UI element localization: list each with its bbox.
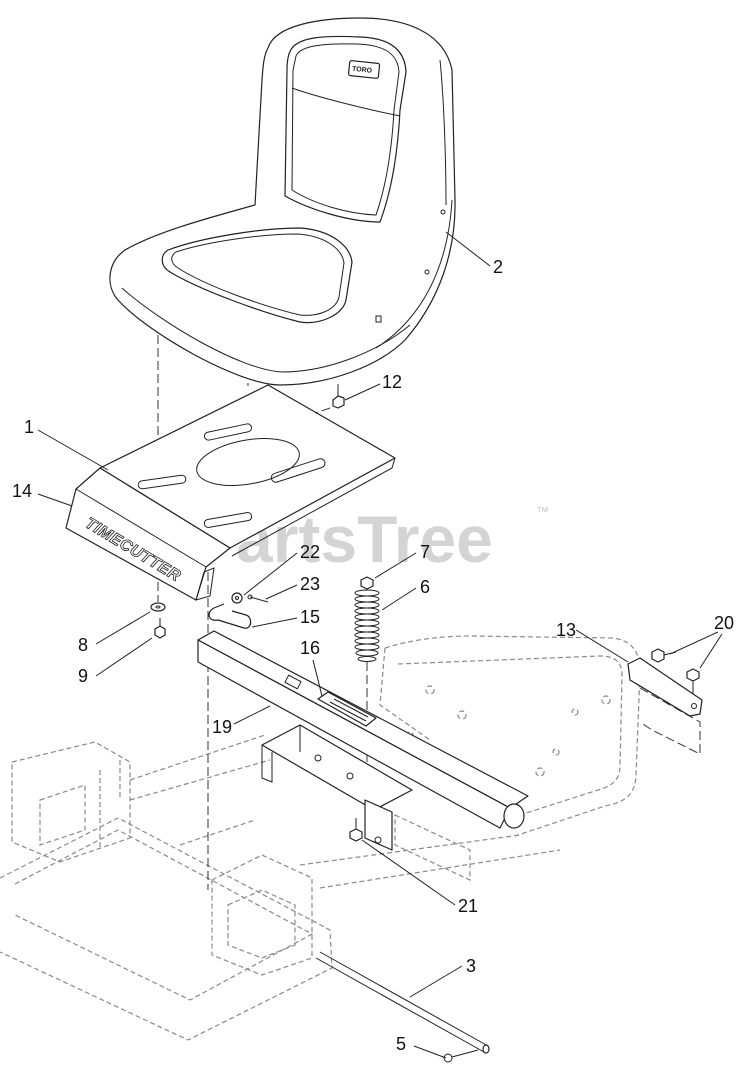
callout-labels: 2 12 1 14 22 23 7 6 15 16 8 9 13 20 19 2… — [12, 257, 734, 1054]
seat-logo-text: TORO — [352, 66, 373, 75]
clip-15 — [208, 603, 252, 629]
leader-line — [243, 552, 298, 596]
pin-5 — [443, 1049, 479, 1063]
washer-22 — [231, 592, 243, 604]
callout-16: 16 — [300, 638, 320, 658]
seat-pan-slot — [270, 458, 326, 483]
leader-line — [95, 611, 151, 645]
bolts-20 — [651, 648, 700, 694]
leader-line — [95, 637, 153, 677]
callout-20: 20 — [714, 613, 734, 633]
label-16 — [317, 691, 377, 727]
leader-line — [37, 429, 109, 471]
callout-22: 22 — [300, 542, 320, 562]
callout-19: 19 — [212, 717, 232, 737]
seat-pan-slot — [137, 474, 187, 490]
seat-cushion-pad — [161, 227, 353, 324]
nut-7 — [360, 576, 374, 590]
bolt-9 — [154, 618, 166, 639]
leader-line — [312, 659, 323, 697]
spring — [354, 589, 380, 662]
backrest-pad — [284, 35, 407, 223]
callout-7: 7 — [420, 542, 430, 562]
rod-3 — [315, 951, 490, 1054]
callout-1: 1 — [24, 417, 34, 437]
callout-12: 12 — [382, 372, 402, 392]
seat: TORO — [109, 17, 456, 386]
washer-8 — [150, 602, 166, 612]
leader-line — [344, 383, 381, 401]
callout-15: 15 — [300, 607, 320, 627]
callout-5: 5 — [396, 1034, 406, 1054]
leader-line — [413, 1045, 447, 1059]
callout-13: 13 — [556, 620, 576, 640]
leader-line — [251, 617, 298, 628]
leader-line — [265, 584, 298, 600]
bolt-12 — [332, 390, 345, 409]
callout-14: 14 — [12, 481, 32, 501]
leader-line — [409, 965, 463, 998]
seat-mount-bracket — [197, 630, 529, 851]
callout-6: 6 — [420, 577, 430, 597]
bracket-13 — [627, 657, 703, 717]
callout-2: 2 — [493, 257, 503, 277]
leader-line — [361, 839, 456, 906]
leader-line — [669, 631, 719, 655]
watermark-trademark: ™ — [536, 504, 549, 519]
pin-23 — [247, 594, 269, 603]
callout-21: 21 — [458, 896, 478, 916]
leader-line — [374, 552, 417, 579]
leader-line — [381, 587, 417, 611]
bolt-21 — [349, 818, 363, 842]
seat-logo: TORO — [347, 60, 381, 79]
callout-8: 8 — [78, 635, 88, 655]
leader-line — [37, 493, 73, 507]
callout-9: 9 — [78, 666, 88, 686]
callout-23: 23 — [300, 574, 320, 594]
leader-line — [699, 633, 723, 669]
seat-pan-slot — [203, 512, 253, 528]
seat-pan-center-opening — [196, 438, 300, 486]
leader-line — [233, 705, 271, 725]
leader-line — [445, 231, 491, 267]
callout-3: 3 — [466, 956, 476, 976]
seat-pan-hardware — [150, 390, 345, 639]
seat-pan-slot — [203, 423, 253, 441]
leader-line — [575, 629, 629, 663]
callout-leaders — [37, 231, 723, 1059]
